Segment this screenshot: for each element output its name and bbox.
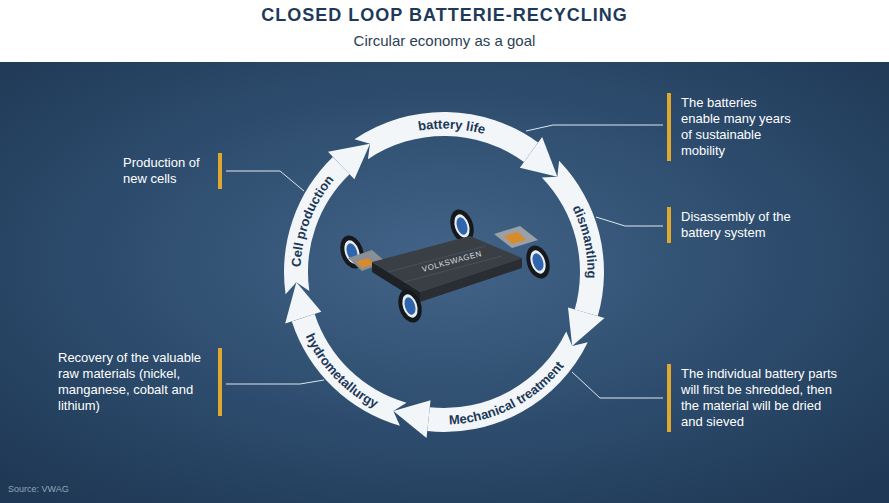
battery-pack <box>372 236 522 292</box>
cycle-arrowhead <box>568 308 605 346</box>
segment-band <box>284 157 350 294</box>
segment-shape: hydrometallurgy <box>288 311 410 429</box>
front-drive-unit <box>356 258 374 268</box>
callout-text: Recovery of the valuable raw materials (… <box>58 348 222 416</box>
leader-lines <box>226 125 663 398</box>
wheel <box>394 286 425 325</box>
wheel <box>522 242 553 281</box>
segment-band <box>355 112 539 162</box>
cycle-stage-segment: dismantling <box>538 157 607 320</box>
leader-line <box>226 380 324 384</box>
stage-label: battery life <box>417 117 487 138</box>
stage-label: dismantling <box>570 203 600 279</box>
subtitle: Circular economy as a goal <box>0 31 889 50</box>
callout-text: The individual battery parts will first … <box>667 364 844 432</box>
segment-band <box>292 314 407 426</box>
cycle-stage-segment: hydrometallurgy <box>288 311 410 429</box>
callout-text: Production of new cells <box>123 153 222 189</box>
stage-label: hydrometallurgy <box>303 331 382 411</box>
segment-band <box>427 332 588 432</box>
chassis-illustration <box>336 206 553 325</box>
stage-label: Mechanical treatment <box>448 358 567 428</box>
leader-line <box>226 171 304 191</box>
cycle-stage-segment: battery life <box>351 109 542 165</box>
rear-drive-unit <box>494 226 538 248</box>
leader-line <box>596 217 663 226</box>
leader-line <box>526 125 663 131</box>
cycle-stage-segment: Mechanical treatment <box>424 328 591 435</box>
segment-shape: Mechanical treatment <box>424 328 591 435</box>
callout-text: Disassembly of the battery system <box>667 207 806 243</box>
segment-shape: dismantling <box>538 157 607 320</box>
source-note: Source: VWAG <box>8 484 69 495</box>
stage-label: Cell production <box>289 172 337 267</box>
cycle-stage-segment: Cell production <box>281 153 353 298</box>
rear-drive-unit <box>504 232 526 244</box>
segment-shape: battery life <box>351 109 542 165</box>
segment-band <box>542 161 604 316</box>
dark-ground <box>0 62 889 503</box>
header-band <box>0 0 889 62</box>
callout-text: The batteries enable many years of susta… <box>667 93 795 161</box>
segment-shape: Cell production <box>281 153 353 298</box>
leader-line <box>572 372 663 398</box>
title: CLOSED LOOP BATTERIE-RECYCLING <box>0 5 889 26</box>
